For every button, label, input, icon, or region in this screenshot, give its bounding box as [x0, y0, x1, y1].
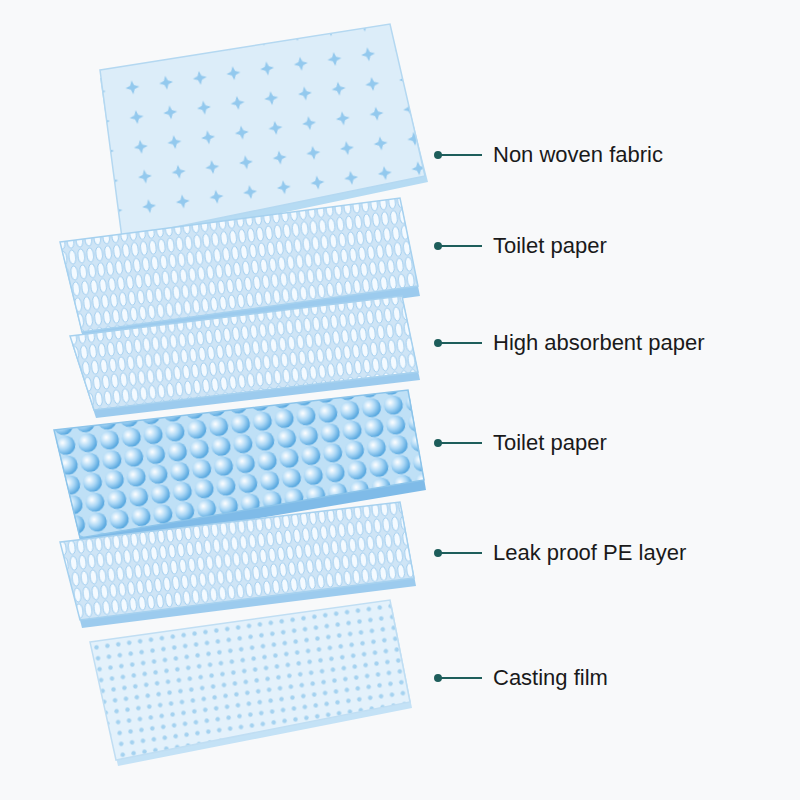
layer-label: High absorbent paper	[493, 330, 705, 356]
leader-line	[440, 442, 482, 444]
leader-line	[440, 552, 482, 554]
layer-label: Casting film	[493, 665, 608, 691]
layer-label: Leak proof PE layer	[493, 540, 686, 566]
leader-lines	[435, 152, 482, 681]
absorbent-layer	[70, 296, 418, 410]
leader-line	[440, 154, 482, 156]
leader-line	[440, 342, 482, 344]
leader-line	[440, 245, 482, 247]
pe-layer	[60, 502, 414, 620]
leader-line	[440, 677, 482, 679]
layer-stack	[54, 24, 428, 766]
layer-label: Non woven fabric	[493, 142, 663, 168]
layer-label: Toilet paper	[493, 430, 607, 456]
layer-label: Toilet paper	[493, 233, 607, 259]
film-layer	[90, 600, 410, 760]
